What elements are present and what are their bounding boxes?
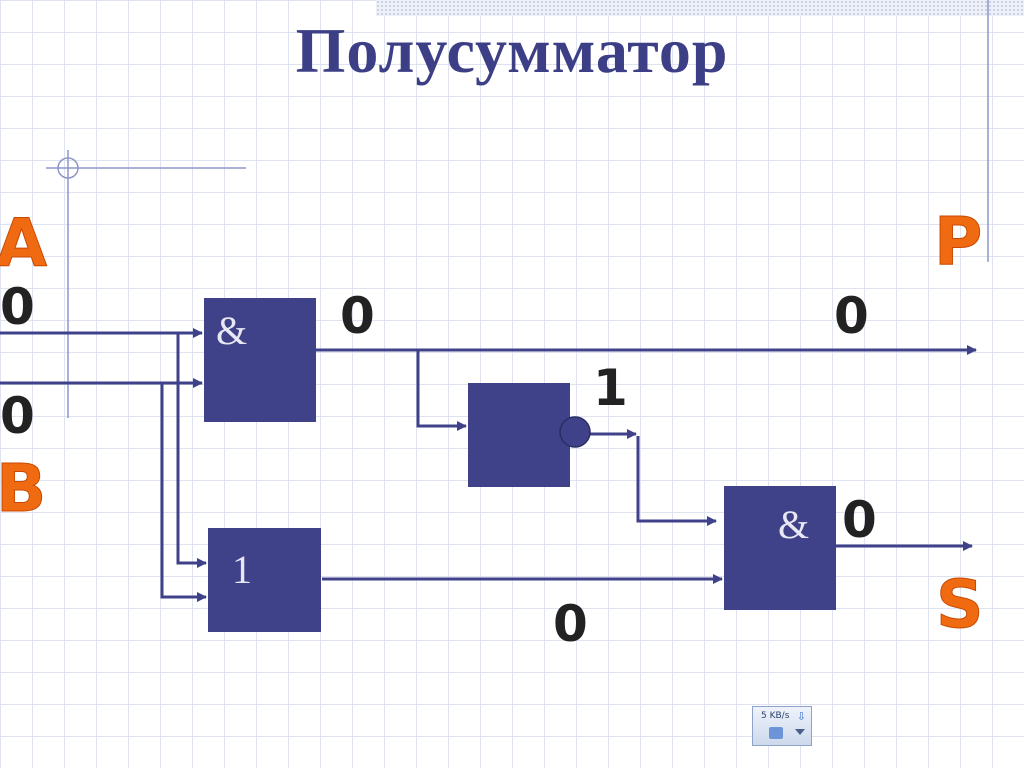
wires bbox=[0, 328, 977, 602]
bit-and2-out: 0 bbox=[842, 491, 877, 549]
monitor-icon bbox=[769, 727, 783, 739]
and-gate-2 bbox=[724, 486, 836, 610]
or-gate-symbol: 1 bbox=[232, 547, 252, 592]
bit-or-out: 0 bbox=[553, 595, 588, 653]
wire-b-to-or1 bbox=[160, 383, 207, 602]
network-speed-label: 5 KB/s bbox=[761, 711, 790, 721]
inverter-bubble bbox=[559, 416, 591, 448]
bit-p-out: 0 bbox=[834, 287, 869, 345]
not-gate bbox=[468, 383, 570, 487]
signal-s-label: S bbox=[936, 566, 984, 643]
bit-not-out: 1 bbox=[593, 359, 628, 417]
download-arrow-icon: ⇩ bbox=[796, 711, 806, 723]
guide-lines bbox=[46, 0, 989, 418]
dropdown-caret-icon[interactable] bbox=[795, 729, 805, 735]
or-gate bbox=[208, 528, 321, 632]
signal-b-label: B bbox=[0, 450, 46, 527]
signal-a-label: A bbox=[0, 205, 47, 282]
bit-and1-out: 0 bbox=[340, 287, 375, 345]
top-decorative-band bbox=[376, 0, 1024, 16]
wire-a-to-or1 bbox=[176, 333, 207, 568]
page-title: Полусумматор bbox=[295, 15, 729, 86]
signal-p-label: P bbox=[934, 203, 982, 280]
bit-b: 0 bbox=[0, 387, 35, 445]
wire-and1-to-not bbox=[416, 350, 467, 431]
and-gate-1 bbox=[204, 298, 316, 422]
network-speed-widget[interactable]: 5 KB/s ⇩ bbox=[752, 706, 812, 746]
wire-not-to-and2 bbox=[636, 436, 717, 526]
and-gate-2-symbol: & bbox=[778, 502, 809, 547]
and-gate-1-symbol: & bbox=[216, 308, 247, 353]
bit-a: 0 bbox=[0, 278, 35, 336]
